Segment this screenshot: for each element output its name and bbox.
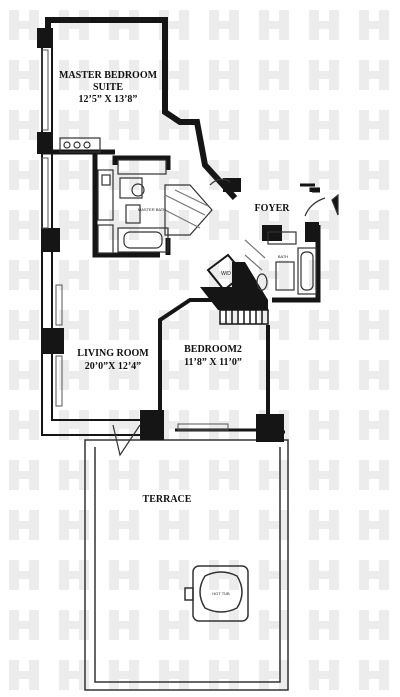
master-bath-label: MASTER BATH: [138, 207, 166, 212]
master-bedroom-dimensions: 12’5” X 13’8”: [79, 94, 138, 105]
kitchen-counter: [59, 137, 114, 254]
master-bedroom-name-2: SUITE: [93, 82, 123, 93]
living-room-name: LIVING ROOM: [77, 348, 149, 359]
bedroom2-name: BEDROOM2: [184, 344, 242, 355]
bath-fixtures: [244, 231, 317, 295]
bedroom2-closet: [219, 309, 269, 325]
bath-label: BATH: [278, 254, 288, 259]
windows: [41, 49, 229, 431]
hot-tub-label: HOT TUB: [212, 591, 230, 596]
foyer-label: FOYER: [255, 203, 291, 214]
master-bedroom-name-1: MASTER BEDROOM: [59, 70, 158, 81]
doors: [112, 178, 339, 457]
structural-columns: [37, 28, 319, 442]
terrace-label: TERRACE: [143, 494, 192, 505]
washer-dryer-label: W/D: [221, 271, 231, 277]
living-room-dimensions: 20’0”X 12’4”: [85, 361, 141, 372]
bedroom2-dimensions: 11’8” X 11’0”: [184, 357, 242, 368]
master-bath-fixtures: [117, 159, 213, 253]
washer-dryer-closet: [206, 253, 246, 292]
hot-tub: [184, 565, 249, 622]
terrace-area: [84, 439, 289, 691]
